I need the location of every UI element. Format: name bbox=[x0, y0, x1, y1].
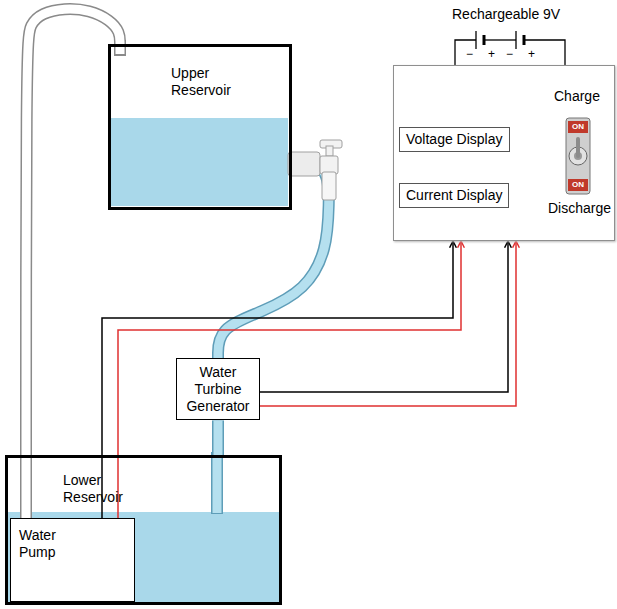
node-text: Current Display bbox=[406, 187, 502, 204]
connector-outline bbox=[26, 9, 120, 518]
current-display: Current Display bbox=[399, 183, 509, 208]
lower-reservoir: Lower ReservoirWater Pump bbox=[5, 455, 282, 605]
upper-reservoir: Upper Reservoir bbox=[108, 44, 292, 210]
switch-label: ON bbox=[568, 121, 588, 133]
connector-line bbox=[118, 241, 461, 518]
toggle-switch bbox=[566, 118, 590, 194]
connector-line bbox=[102, 241, 453, 518]
connector-line bbox=[260, 241, 508, 392]
black-wire bbox=[260, 241, 508, 392]
node-text: Voltage Display bbox=[406, 131, 503, 148]
black-wire bbox=[102, 241, 453, 518]
water bbox=[110, 118, 288, 206]
control-box: ChargeDischarge Voltage DisplayCurrent Di… bbox=[393, 65, 615, 241]
node-text: Water Turbine Generator bbox=[181, 364, 255, 414]
connector-line bbox=[260, 241, 516, 406]
node-text: Discharge bbox=[548, 200, 611, 217]
battery-label: Rechargeable 9V bbox=[452, 6, 560, 23]
node-text: Upper Reservoir bbox=[171, 65, 251, 99]
battery-symbol bbox=[455, 31, 565, 65]
voltage-display: Voltage Display bbox=[399, 127, 510, 152]
water bbox=[8, 512, 279, 602]
pipe-end bbox=[211, 452, 223, 514]
connector-line bbox=[26, 9, 120, 518]
water-pump: Water Pump bbox=[10, 518, 135, 602]
polarity-sign: + bbox=[528, 47, 535, 61]
tap bbox=[288, 140, 342, 200]
connector-line bbox=[218, 164, 329, 358]
red-wire bbox=[260, 241, 516, 406]
connector-line bbox=[214, 420, 223, 455]
connector-outline bbox=[218, 164, 329, 358]
node-text: Water Pump bbox=[19, 527, 69, 561]
red-wire bbox=[118, 241, 461, 518]
turbine-generator: Water Turbine Generator bbox=[176, 358, 260, 420]
connector-outline bbox=[212, 420, 224, 455]
node-text: Lower Reservoir bbox=[63, 472, 143, 506]
polarity-sign: − bbox=[506, 47, 513, 61]
switch-label: ON bbox=[568, 179, 588, 191]
node-text: Charge bbox=[554, 88, 600, 105]
water-pipe bbox=[218, 164, 329, 358]
pipe-end bbox=[213, 452, 222, 513]
hose bbox=[26, 9, 120, 518]
water-pipe bbox=[218, 420, 219, 455]
polarity-sign: − bbox=[466, 47, 473, 61]
polarity-sign: + bbox=[488, 47, 495, 61]
